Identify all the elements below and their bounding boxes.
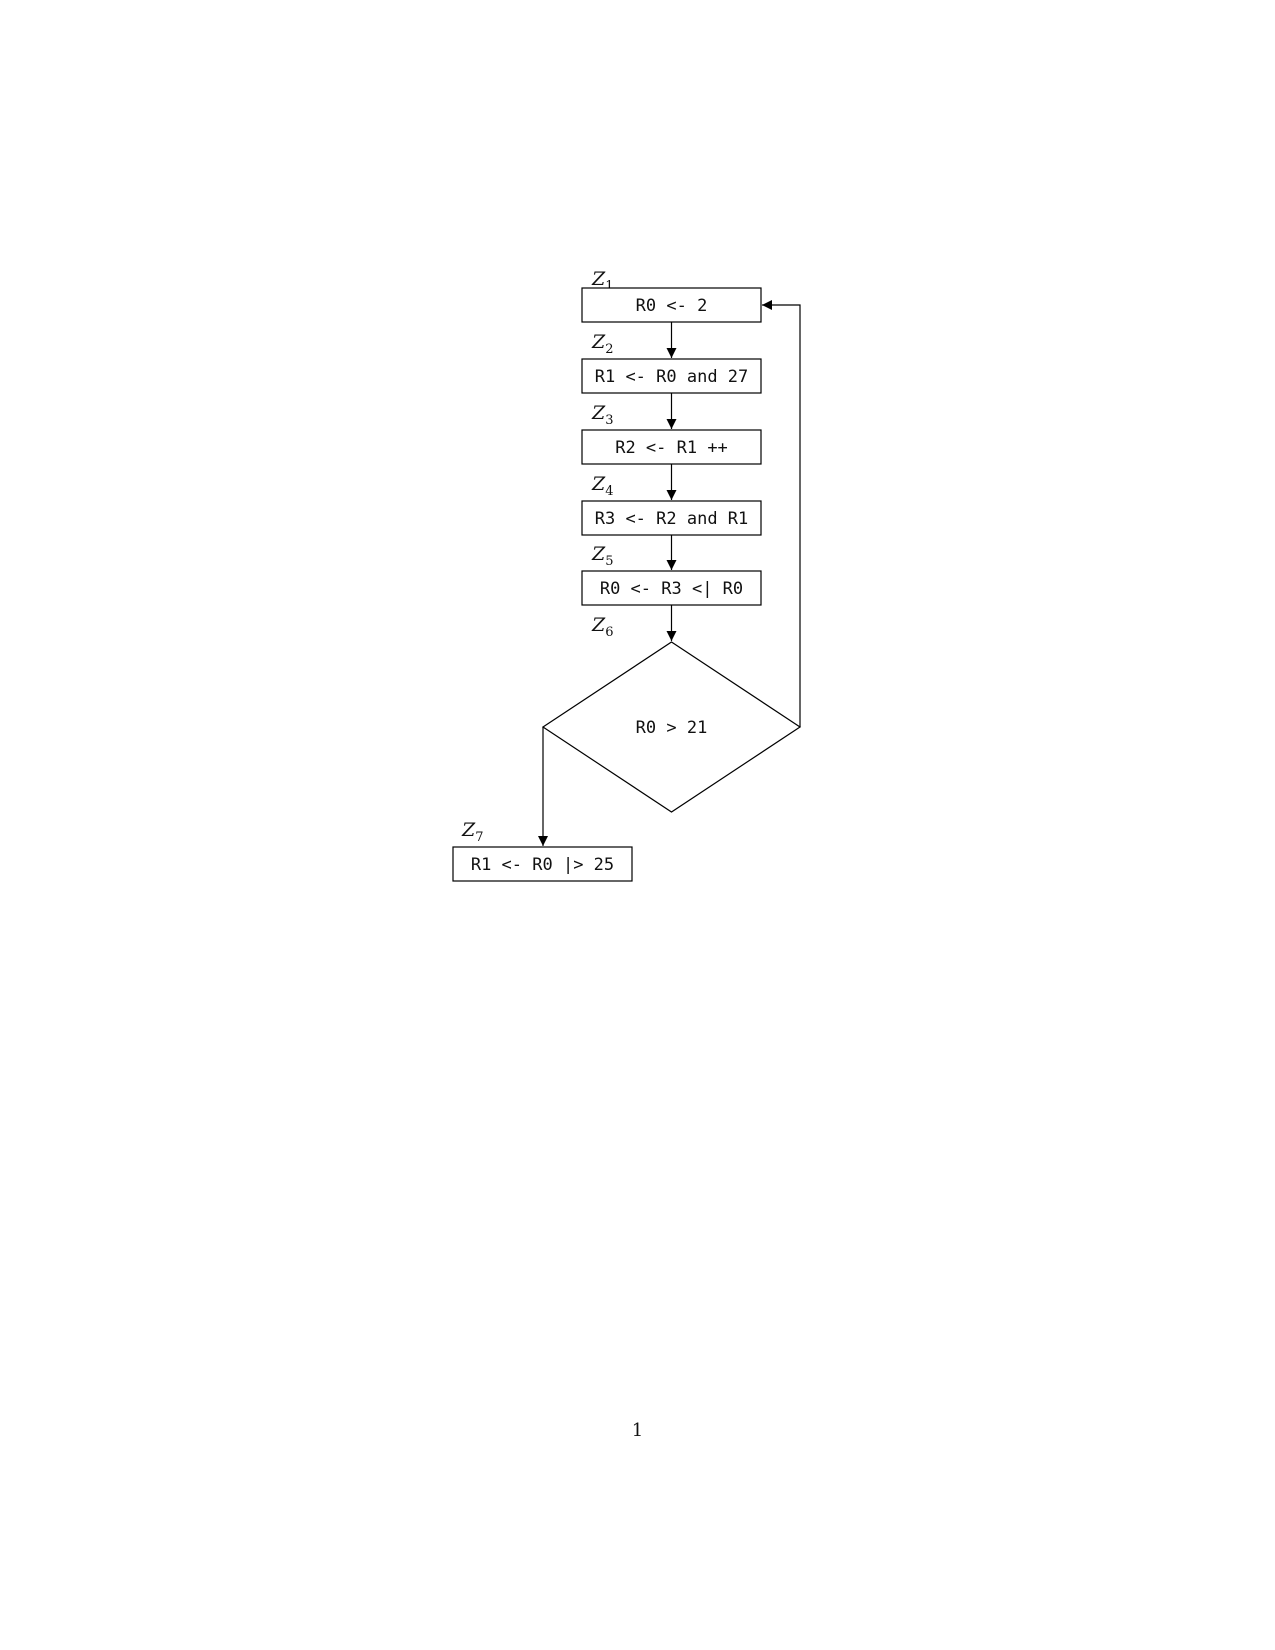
node-label-z5: Z5: [591, 543, 613, 569]
node-text-z1: R0 <- 2: [636, 296, 708, 316]
process-box: [581, 287, 762, 323]
node-label-z4: Z4: [591, 473, 613, 499]
node-label-z2: Z2: [591, 331, 613, 357]
node-label-z3: Z3: [591, 402, 613, 428]
node-z7: Z7 R1 <- R0 |> 25: [452, 819, 633, 882]
node-text-z3: R2 <- R1 ++: [615, 438, 728, 458]
node-text-z7: R1 <- R0 |> 25: [471, 855, 614, 875]
arrow-z6-loop-z1: [762, 300, 801, 727]
process-box: [581, 429, 762, 465]
node-text-z6: R0 > 21: [636, 718, 708, 738]
decision-diamond: [541, 641, 802, 813]
node-label-z6: Z6: [591, 614, 613, 640]
process-box: [581, 500, 762, 536]
node-z3: Z3 R2 <- R1 ++: [581, 402, 762, 465]
node-text-z4: R3 <- R2 and R1: [595, 509, 749, 529]
page-number: 1: [631, 1420, 644, 1441]
node-text-z5: R0 <- R3 <| R0: [600, 579, 743, 599]
process-box: [452, 846, 633, 882]
node-text-z2: R1 <- R0 and 27: [595, 367, 749, 387]
node-z1: Z1 R0 <- 2: [581, 268, 762, 323]
node-label-z1: Z1: [591, 268, 613, 294]
node-z4: Z4 R3 <- R2 and R1: [581, 473, 762, 536]
node-label-z7: Z7: [461, 819, 483, 845]
node-z6: Z6 R0 > 21: [541, 614, 802, 813]
process-box: [581, 570, 762, 606]
node-z5: Z5 R0 <- R3 <| R0: [581, 543, 762, 606]
